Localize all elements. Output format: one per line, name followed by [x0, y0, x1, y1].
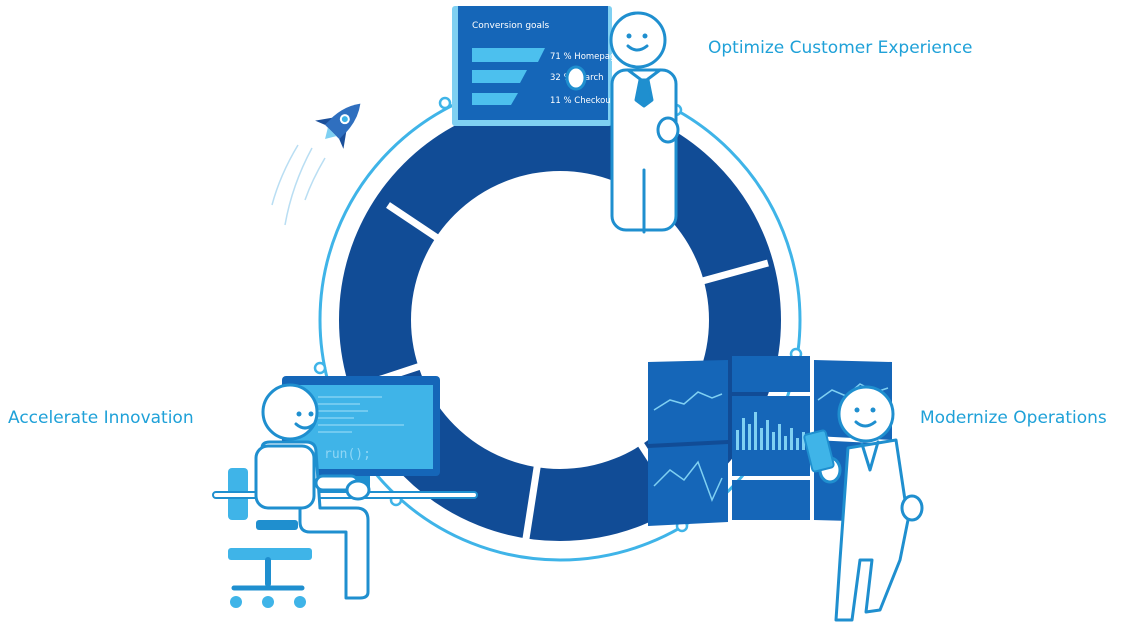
label-accelerate-innovation: Accelerate Innovation [8, 408, 194, 428]
label-optimize-customer-experience: Optimize Customer Experience [708, 38, 973, 58]
cycle-ring [339, 99, 781, 546]
customer-person [565, 11, 680, 234]
office-chair-icon [228, 468, 312, 608]
goal-bar [472, 93, 518, 105]
conversion-goals-panel: Conversion goals 71 % Homepage 32 % Sear… [452, 6, 621, 126]
innovation-person [254, 383, 371, 600]
goal-bar [472, 70, 527, 83]
code-line: run(); [324, 447, 371, 462]
rocket-icon [271, 103, 361, 226]
operations-person [818, 385, 924, 622]
goal-label: 71 % Homepage [550, 52, 621, 62]
panel-title: Conversion goals [472, 21, 550, 31]
goal-label: 11 % Checkout [550, 96, 615, 106]
label-modernize-operations: Modernize Operations [920, 408, 1107, 428]
tablet-icon [803, 429, 835, 473]
desk [212, 491, 478, 499]
goal-bar [472, 48, 545, 62]
